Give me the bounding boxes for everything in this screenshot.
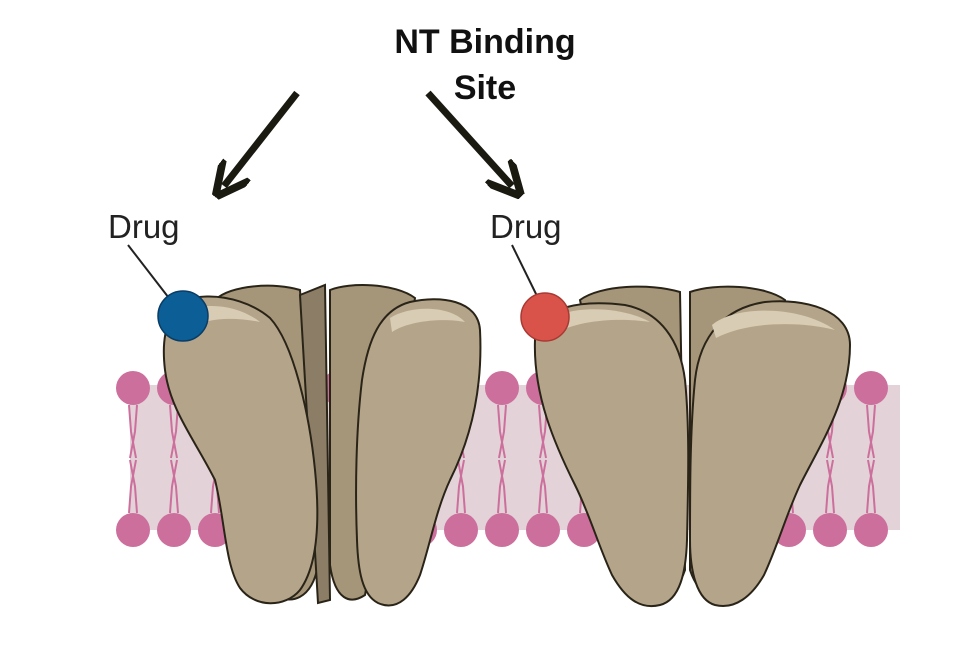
right-drug-label: Drug	[490, 208, 562, 245]
title-line-1: NT Binding	[394, 23, 576, 61]
lipid-tail	[538, 459, 548, 514]
right-channel-front-right-highlight	[712, 310, 835, 338]
right-channel-front-left-highlight	[548, 309, 650, 335]
arrow-to-right-channel	[425, 90, 512, 186]
lipid-head	[526, 513, 560, 547]
lipid-head	[813, 513, 847, 547]
left-drug-marker	[157, 290, 209, 342]
left-channel-front-right-highlight	[390, 308, 465, 332]
lipid-tail	[825, 459, 835, 514]
lipid-head	[116, 371, 150, 405]
lipid-tail	[456, 459, 466, 514]
right-channel-front-left	[533, 302, 690, 608]
lipid-head	[444, 513, 478, 547]
lipid-tail	[169, 404, 179, 459]
arrow-to-left-channel	[224, 90, 300, 186]
lipid-tail	[497, 459, 507, 514]
lipid-head	[157, 513, 191, 547]
lipid-tail	[866, 404, 876, 459]
right-drug-leader-line	[511, 244, 539, 299]
lipid-tail	[866, 459, 876, 514]
lipid-tail	[128, 404, 138, 459]
lipid-head	[116, 513, 150, 547]
left-channel-front-left	[162, 295, 319, 605]
title-line-2: Site	[453, 69, 517, 107]
lipid-tail	[169, 459, 179, 514]
right-channel-front-right	[688, 300, 852, 607]
lipid-tail	[497, 404, 507, 459]
left-drug-label: Drug	[108, 208, 180, 245]
right-channel	[533, 285, 852, 608]
lipid-head	[485, 371, 519, 405]
lipid-head	[854, 513, 888, 547]
lipid-head	[854, 371, 888, 405]
left-drug-leader-line	[127, 244, 173, 303]
lipid-tail	[128, 459, 138, 514]
left-channel	[162, 283, 482, 607]
right-drug-marker	[520, 292, 570, 342]
lipid-head	[485, 513, 519, 547]
left-channel-front-right	[355, 298, 482, 607]
